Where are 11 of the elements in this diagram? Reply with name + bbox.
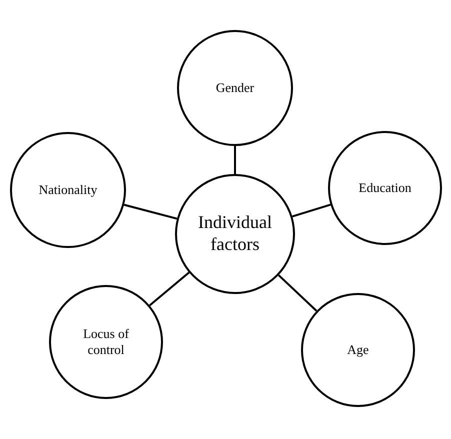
connector-line (234, 146, 236, 174)
connector-line (149, 272, 190, 306)
factor-label: Education (358, 180, 412, 196)
factor-label: Age (347, 342, 369, 358)
factor-label: Gender (216, 80, 254, 96)
factor-label: Locus of control (82, 326, 130, 358)
factor-label: Individual factors (197, 212, 273, 256)
connector-line (292, 204, 331, 218)
factor-label: Nationality (38, 182, 98, 198)
connector-line (124, 204, 178, 220)
connector-line (278, 274, 318, 312)
